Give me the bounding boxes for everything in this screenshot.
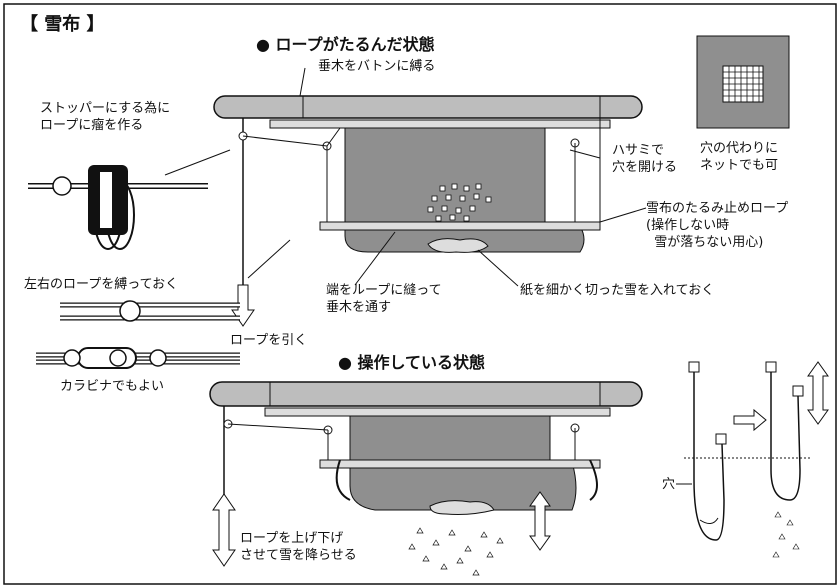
lower-batten-top xyxy=(319,221,601,231)
label-stopper: ストッパーにする為に ロープに瘤を作る xyxy=(40,101,171,133)
stopper-knot-illustration xyxy=(28,165,208,250)
tied-ropes-illustration xyxy=(36,300,240,369)
upper-batten-bottom xyxy=(264,407,611,417)
baton-pipe-top xyxy=(213,95,643,119)
section-title-operating: ● 操作している状態 xyxy=(338,353,486,372)
label-hole: 穴 xyxy=(662,477,676,492)
label-slack-stop: 雪布のたるみ止めロープ (操作しない時 雪が落ちない用心) xyxy=(646,201,789,250)
updown-arrow-center xyxy=(529,491,551,551)
label-scissors: ハサミで 穴を開ける xyxy=(612,143,678,175)
label-loop: 端をループに縫って 垂木を通す xyxy=(326,283,442,315)
page-title: 【 雪布 】 xyxy=(20,14,105,35)
net-illustration xyxy=(696,35,790,129)
cut-holes xyxy=(427,183,492,222)
lower-batten-bottom xyxy=(319,459,601,469)
slack-state-illustration xyxy=(164,67,647,327)
updown-arrow-left xyxy=(212,493,236,567)
label-raise-lower: ロープを上げ下げ させて雪を降らせる xyxy=(240,531,357,563)
paper-snow-bottom xyxy=(429,500,495,515)
upper-batten-top xyxy=(269,119,611,129)
label-pull-rope: ロープを引く xyxy=(230,333,308,348)
falling-snow xyxy=(408,527,504,576)
label-net: 穴の代わりに ネットでも可 xyxy=(700,141,779,173)
transition-arrow xyxy=(733,408,767,432)
operating-state-illustration xyxy=(209,381,643,576)
label-paper-snow: 紙を細かく切った雪を入れておく xyxy=(520,283,715,298)
section-title-slack: ● ロープがたるんだ状態 xyxy=(256,35,435,54)
baton-pipe-bottom xyxy=(209,381,643,407)
updown-arrow-right xyxy=(807,361,829,425)
snow-cloth-bottom xyxy=(349,415,551,463)
label-carabiner: カラビナでもよい xyxy=(60,379,165,394)
cross-section-illustration xyxy=(676,361,829,558)
label-tie-weight: 垂木をバトンに縛る xyxy=(318,59,436,74)
label-tie-ropes: 左右のロープを縛っておく xyxy=(24,277,179,292)
paper-snow-top xyxy=(427,238,489,253)
